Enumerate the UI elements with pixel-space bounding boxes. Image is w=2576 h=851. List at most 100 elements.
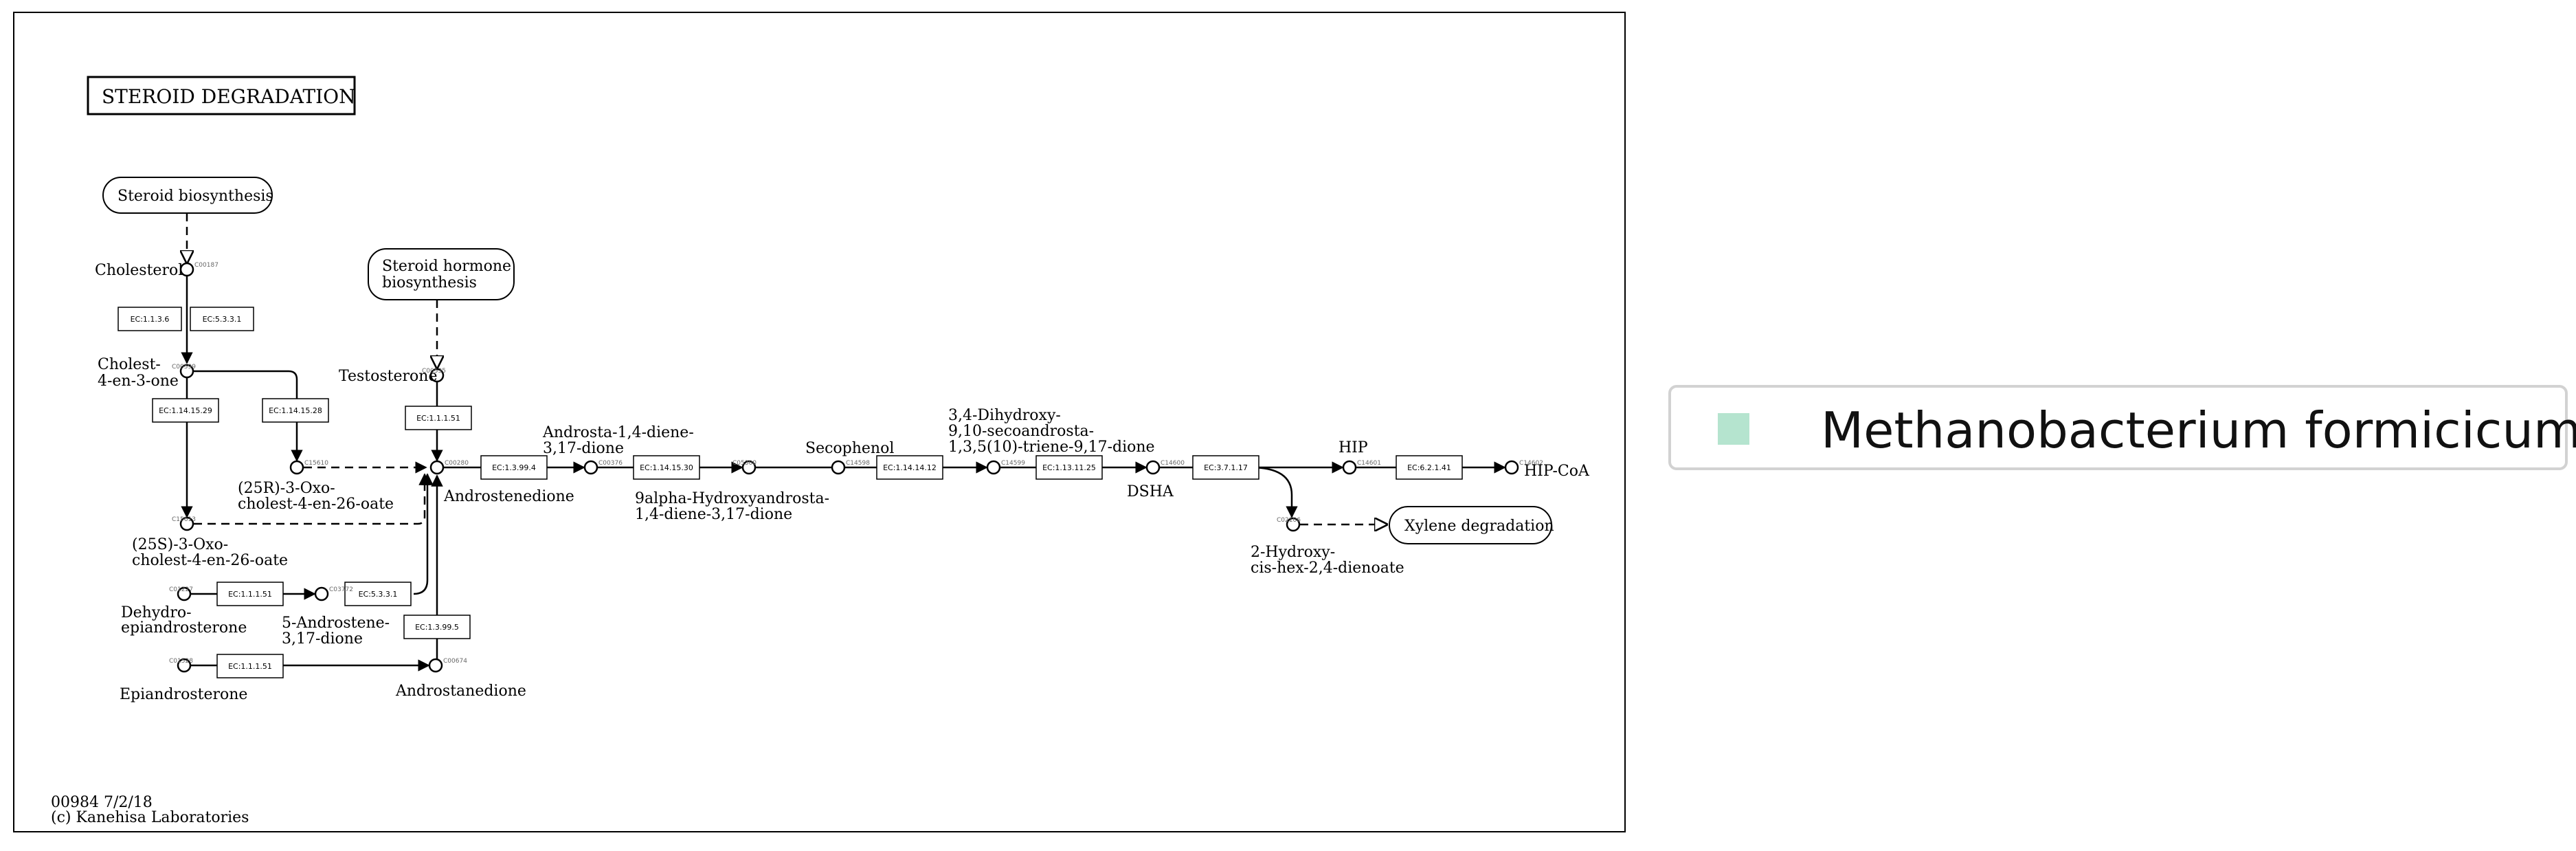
label-testosterone: Testosterone xyxy=(339,368,437,385)
svg-text:Steroid hormone: Steroid hormone xyxy=(382,258,511,275)
enzyme-box[interactable]: EC:1.3.99.5 xyxy=(403,615,471,639)
map-id: 00984 7/2/18 xyxy=(51,794,153,811)
compound-id: C00376 xyxy=(598,460,623,467)
svg-text:EC:1.3.99.4: EC:1.3.99.4 xyxy=(492,463,536,472)
svg-text:EC:6.2.1.41: EC:6.2.1.41 xyxy=(1407,463,1451,472)
svg-text:cholest-4-en-26-oate: cholest-4-en-26-oate xyxy=(238,496,394,513)
enzyme-box[interactable]: EC:1.14.14.12 xyxy=(876,455,943,480)
compound-node[interactable] xyxy=(429,460,445,475)
compound-id: C00599 xyxy=(172,364,196,371)
compound-id: C15610 xyxy=(304,460,328,467)
svg-text:9,10-secoandrosta-: 9,10-secoandrosta- xyxy=(948,423,1094,440)
label-cholestenone: Cholest- xyxy=(98,356,161,373)
svg-text:EC:1.13.11.25: EC:1.13.11.25 xyxy=(1042,463,1096,472)
legend-swatch xyxy=(1718,413,1749,445)
compound-id: C00674 xyxy=(443,658,467,665)
compound-node[interactable] xyxy=(314,586,329,601)
compound-node[interactable] xyxy=(986,460,1001,475)
enzyme-box[interactable]: EC:1.1.1.51 xyxy=(216,582,284,606)
enzyme-box[interactable]: EC:5.3.3.1 xyxy=(190,307,254,331)
enzyme-box[interactable]: EC:1.1.3.6 xyxy=(117,307,182,331)
compound-node[interactable] xyxy=(741,460,757,475)
svg-text:Steroid biosynthesis: Steroid biosynthesis xyxy=(117,188,273,205)
compound-node[interactable] xyxy=(583,460,598,475)
copyright: (c) Kanehisa Laboratories xyxy=(51,809,249,826)
compound-id: C01528 xyxy=(169,658,193,665)
enzyme-box[interactable]: EC:1.1.1.51 xyxy=(216,654,284,678)
compound-node[interactable] xyxy=(1504,460,1519,475)
compound-labels: Cholesterol Cholest- 4-en-3-one Testoste… xyxy=(95,262,1590,703)
svg-text:EC:1.1.1.51: EC:1.1.1.51 xyxy=(416,414,460,423)
compound-node[interactable] xyxy=(831,460,846,475)
label-hip-coa: HIP-CoA xyxy=(1524,463,1590,480)
compound-node[interactable] xyxy=(177,586,192,601)
compound-node[interactable] xyxy=(1286,517,1301,532)
compound-id: C05300 xyxy=(732,460,757,467)
svg-text:3,17-dione: 3,17-dione xyxy=(543,440,624,457)
svg-text:EC:1.3.99.5: EC:1.3.99.5 xyxy=(415,623,459,632)
map-title-text: STEROID DEGRADATION xyxy=(102,85,356,108)
legend-label: Methanobacterium formicicum xyxy=(1821,401,2576,459)
compound-node[interactable] xyxy=(179,516,194,531)
svg-text:EC:1.14.15.28: EC:1.14.15.28 xyxy=(269,406,322,415)
label-25r-oxo: (25R)-3-Oxo- xyxy=(238,480,335,497)
label-dhea: Dehydro- xyxy=(121,604,192,621)
compound-id: C00280 xyxy=(445,460,469,467)
enzyme-box[interactable]: EC:6.2.1.41 xyxy=(1396,455,1463,480)
legend: Methanobacterium formicicum xyxy=(1668,385,2576,470)
compound-id: C01227 xyxy=(169,586,193,593)
compound-id: C14600 xyxy=(1161,460,1185,467)
enzyme-box[interactable]: EC:1.14.15.29 xyxy=(152,398,219,423)
svg-text:EC:1.1.1.51: EC:1.1.1.51 xyxy=(228,662,272,671)
compound-node[interactable] xyxy=(1145,460,1161,475)
compound-node[interactable] xyxy=(429,368,445,383)
compound-node[interactable] xyxy=(1342,460,1357,475)
svg-text:EC:1.14.15.30: EC:1.14.15.30 xyxy=(640,463,693,472)
label-dihydroxy-seco: 3,4-Dihydroxy- xyxy=(948,407,1061,424)
svg-text:EC:5.3.3.1: EC:5.3.3.1 xyxy=(359,590,398,599)
enzyme-box[interactable]: EC:1.13.11.25 xyxy=(1035,455,1103,480)
label-dsha: DSHA xyxy=(1127,483,1174,500)
svg-text:EC:1.14.15.29: EC:1.14.15.29 xyxy=(159,406,212,415)
label-androstenedione: Androstenedione xyxy=(443,488,574,505)
enzyme-box[interactable]: EC:1.14.15.28 xyxy=(262,398,329,423)
compound-id: C14601 xyxy=(1357,460,1381,467)
label-hip: HIP xyxy=(1339,439,1368,456)
enzyme-box[interactable]: EC:5.3.3.1 xyxy=(344,582,412,606)
pathway-box-steroid-biosynthesis[interactable]: Steroid biosynthesis xyxy=(102,177,273,214)
label-epiandrosterone: Epiandrosterone xyxy=(120,686,247,703)
compound-id: C02106 xyxy=(1277,517,1301,524)
svg-text:epiandrosterone: epiandrosterone xyxy=(121,619,247,637)
svg-text:4-en-3-one: 4-en-3-one xyxy=(98,373,179,390)
compound-id: C14599 xyxy=(1001,460,1025,467)
svg-text:cis-hex-2,4-dienoate: cis-hex-2,4-dienoate xyxy=(1251,560,1404,577)
enzyme-box[interactable]: EC:1.14.15.30 xyxy=(633,455,700,480)
compound-id: C14598 xyxy=(846,460,870,467)
svg-text:EC:1.14.14.12: EC:1.14.14.12 xyxy=(883,463,937,472)
compound-node[interactable] xyxy=(179,262,194,277)
pathway-box-steroid-hormone-biosynthesis[interactable]: Steroid hormone biosynthesis xyxy=(368,248,515,300)
compound-node[interactable] xyxy=(177,658,192,673)
enzyme-box[interactable]: EC:1.3.99.4 xyxy=(480,455,548,480)
map-title: STEROID DEGRADATION xyxy=(87,76,356,115)
label-androstadienedione: Androsta-1,4-diene- xyxy=(542,424,694,441)
enzyme-box[interactable]: EC:1.1.1.51 xyxy=(405,406,472,430)
label-cholesterol: Cholesterol xyxy=(95,262,183,279)
label-hydroxyandrostadienedione: 9alpha-Hydroxyandrosta- xyxy=(635,490,829,507)
compound-node[interactable] xyxy=(428,658,443,673)
svg-text:EC:1.1.1.51: EC:1.1.1.51 xyxy=(228,590,272,599)
pathway-box-xylene-degradation[interactable]: Xylene degradation xyxy=(1389,506,1554,544)
compound-node[interactable] xyxy=(289,460,304,475)
label-secophenol: Secophenol xyxy=(805,440,894,457)
label-25s-oxo: (25S)-3-Oxo- xyxy=(132,536,228,553)
compound-id: C15613 xyxy=(172,516,196,523)
svg-text:cholest-4-en-26-oate: cholest-4-en-26-oate xyxy=(132,552,288,569)
svg-text:Xylene degradation: Xylene degradation xyxy=(1404,518,1554,535)
compound-node[interactable] xyxy=(179,364,194,379)
compound-id: C00187 xyxy=(194,262,219,269)
compound-id: C00535 xyxy=(422,368,446,375)
label-5-androstenedione: 5-Androstene- xyxy=(282,615,390,632)
svg-text:1,4-diene-3,17-dione: 1,4-diene-3,17-dione xyxy=(635,506,792,523)
enzyme-box[interactable]: EC:3.7.1.17 xyxy=(1192,455,1259,480)
